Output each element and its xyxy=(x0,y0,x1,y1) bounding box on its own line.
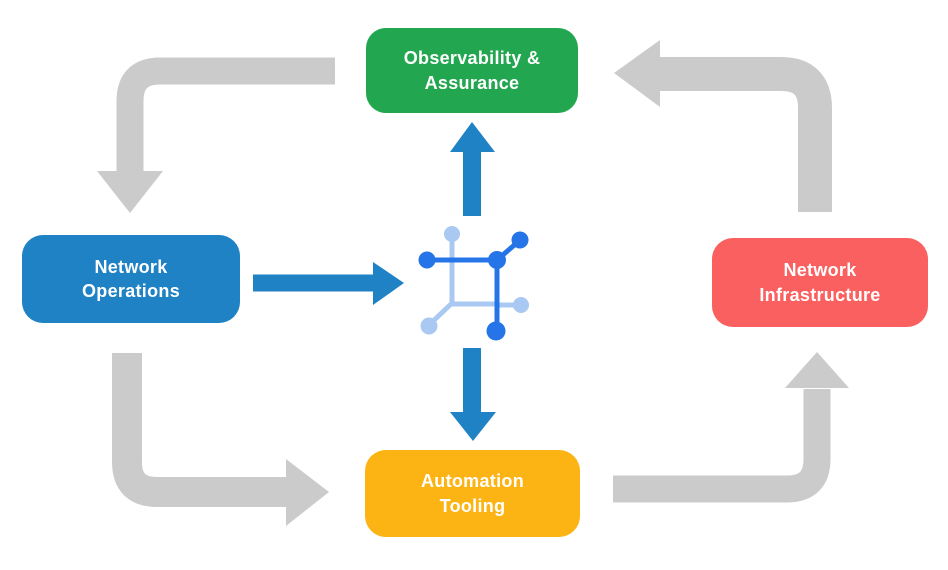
node-label-line: Operations xyxy=(81,281,181,301)
node-label-line: Observability & xyxy=(403,48,541,69)
node-label-line: Automation xyxy=(421,471,524,492)
arrow-infrastructure-to-observability xyxy=(614,40,832,212)
node-network-operations: Network Operations xyxy=(22,235,240,323)
node-label-line: Infrastructure xyxy=(759,284,881,305)
arrow-automation-to-infrastructure xyxy=(613,352,849,503)
node-label-line: Network xyxy=(783,260,857,281)
network-nodes-icon xyxy=(418,226,529,341)
arrow-operations-to-center xyxy=(253,262,404,305)
node-label-line: Tooling xyxy=(439,495,506,516)
arrow-observability-to-operations xyxy=(97,57,335,213)
arrow-operations-to-automation xyxy=(112,353,329,526)
node-label-line: Network xyxy=(94,256,168,277)
node-label-line: Assurance xyxy=(424,72,520,93)
arrow-center-to-observability xyxy=(450,122,495,216)
node-automation-tooling: Automation Tooling xyxy=(365,450,580,537)
arrow-center-to-automation xyxy=(450,348,496,441)
node-observability-assurance: Observability & Assurance xyxy=(366,28,578,113)
node-network-infrastructure: Network Infrastructure xyxy=(712,238,928,327)
